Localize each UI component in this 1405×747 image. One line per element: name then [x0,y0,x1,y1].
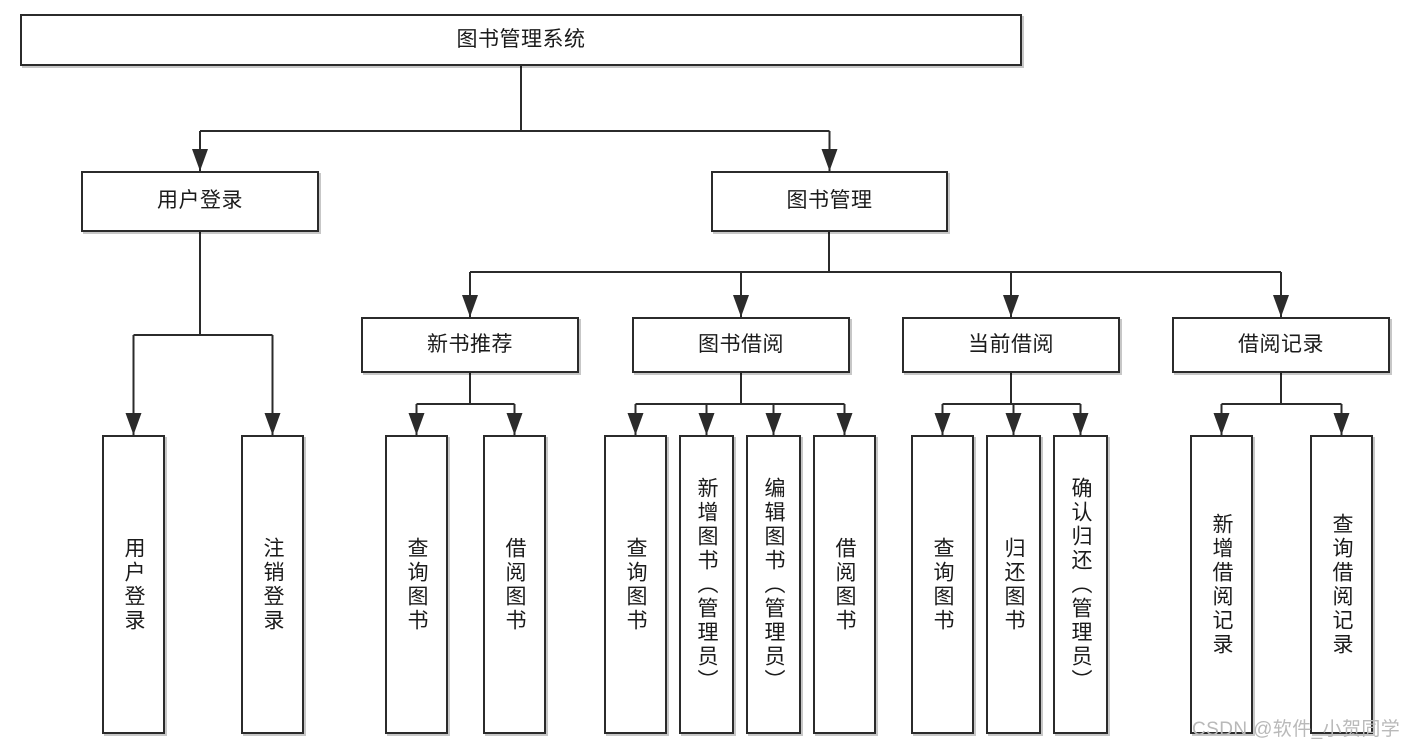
arrow-head-leaf-bor-1 [627,413,644,435]
node-label-root: 图书管理系统 [456,27,586,51]
node-label-leaf-new-2: 借阅图书 [503,536,526,633]
arrow-head-leaf-new-1 [408,413,425,435]
node-box-leaf-cur-1: 查询图书 [911,435,974,734]
arrow-head-leaf-bor-3 [765,413,782,435]
node-box-leaf-cur-3: 确认归还（管理员） [1053,435,1108,734]
node-label-leaf-cur-1: 查询图书 [931,536,954,633]
arrow-head-current [1003,295,1019,317]
arrow-head-records [1273,295,1289,317]
node-box-leaf-rec-2: 查询借阅记录 [1310,435,1373,734]
arrow-head-leaf-login-2 [264,413,281,435]
arrow-head-login [192,149,208,171]
node-label-leaf-login-1: 用户登录 [122,536,145,633]
node-label-leaf-login-2: 注销登录 [261,536,284,633]
node-label-leaf-rec-2: 查询借阅记录 [1330,512,1353,657]
node-box-newbook: 新书推荐 [361,317,579,373]
node-label-leaf-cur-3: 确认归还（管理员） [1069,476,1092,693]
node-box-bookmgmt: 图书管理 [711,171,948,232]
node-box-leaf-bor-2: 新增图书（管理员） [679,435,734,734]
node-label-leaf-cur-2: 归还图书 [1002,536,1025,633]
node-label-records: 借阅记录 [1238,332,1324,356]
arrow-head-leaf-new-2 [506,413,523,435]
node-label-bookmgmt: 图书管理 [786,189,873,213]
node-box-login: 用户登录 [81,171,319,232]
node-label-leaf-bor-2: 新增图书（管理员） [695,476,718,693]
arrow-head-leaf-cur-2 [1005,413,1022,435]
node-box-leaf-new-2: 借阅图书 [483,435,546,734]
node-label-leaf-new-1: 查询图书 [405,536,428,633]
arrow-head-newbook [462,295,478,317]
node-box-leaf-cur-2: 归还图书 [986,435,1041,734]
node-box-leaf-bor-4: 借阅图书 [813,435,876,734]
node-box-leaf-bor-3: 编辑图书（管理员） [746,435,801,734]
node-label-newbook: 新书推荐 [427,332,513,356]
node-label-leaf-rec-1: 新增借阅记录 [1210,512,1233,657]
arrow-head-leaf-cur-1 [934,413,951,435]
node-box-leaf-bor-1: 查询图书 [604,435,667,734]
arrow-head-leaf-login-1 [125,413,142,435]
node-box-leaf-new-1: 查询图书 [385,435,448,734]
arrow-head-bookmgmt [821,149,838,171]
node-box-current: 当前借阅 [902,317,1120,373]
node-label-leaf-bor-1: 查询图书 [624,536,647,633]
node-label-borrow: 图书借阅 [698,332,784,356]
arrow-head-leaf-rec-1 [1213,413,1230,435]
node-box-leaf-login-2: 注销登录 [241,435,304,734]
node-label-login: 用户登录 [157,189,243,213]
arrow-head-leaf-cur-3 [1072,413,1089,435]
node-box-records: 借阅记录 [1172,317,1390,373]
node-box-borrow: 图书借阅 [632,317,850,373]
node-box-leaf-login-1: 用户登录 [102,435,165,734]
arrow-head-borrow [733,295,749,317]
arrow-head-leaf-bor-2 [698,413,715,435]
node-label-current: 当前借阅 [968,332,1054,356]
node-box-leaf-rec-1: 新增借阅记录 [1190,435,1253,734]
arrow-head-leaf-bor-4 [836,413,853,435]
node-label-leaf-bor-4: 借阅图书 [833,536,856,633]
arrow-head-leaf-rec-2 [1333,413,1350,435]
node-box-root: 图书管理系统 [20,14,1022,66]
node-label-leaf-bor-3: 编辑图书（管理员） [762,476,785,693]
